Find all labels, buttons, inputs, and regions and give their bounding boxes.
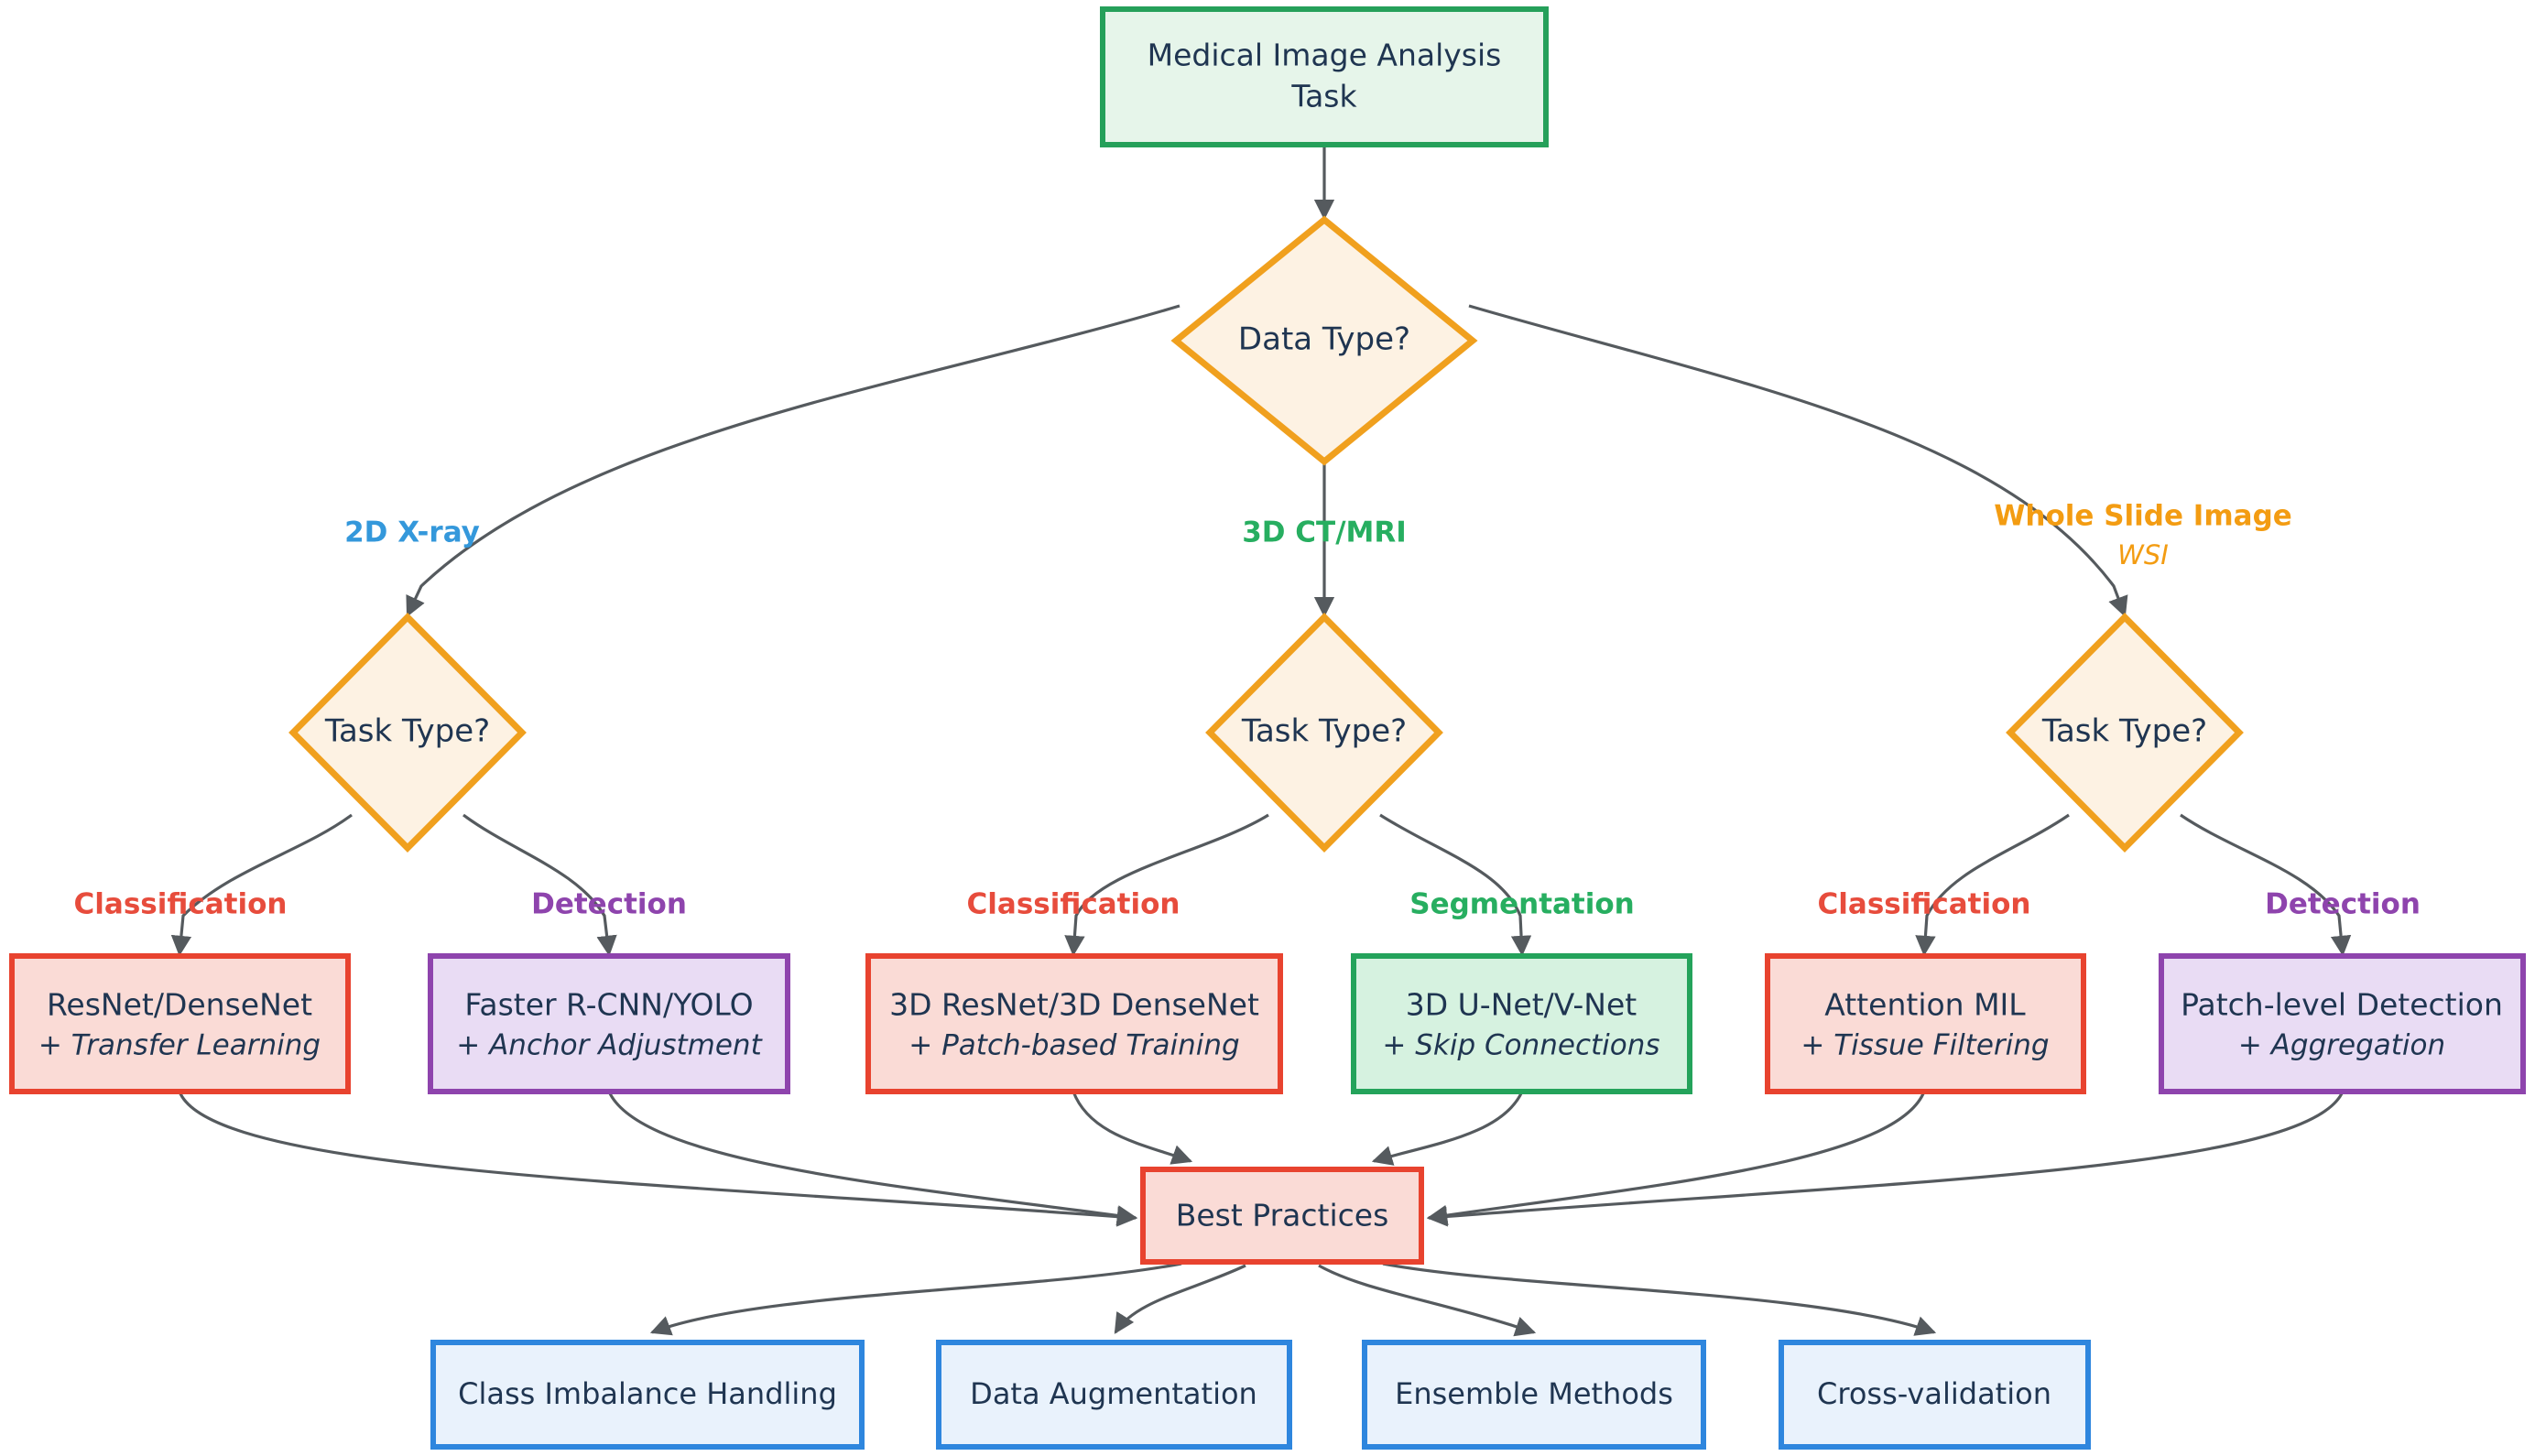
- leaf-title: Attention MIL: [1824, 987, 2026, 1023]
- node-root[interactable]: Medical Image Analysis Task: [1100, 6, 1549, 147]
- edge-leaf2-to-bestpractices: [607, 1091, 1138, 1226]
- node-practice-data-augmentation[interactable]: Data Augmentation: [936, 1340, 1292, 1450]
- edge-label-detection-xray: Detection: [531, 888, 687, 921]
- leaf-subtitle: + Transfer Learning: [38, 1029, 321, 1062]
- edge-leaf5-to-bestpractices: [1426, 1091, 1926, 1226]
- edge-ct-to-classification: [1064, 813, 1269, 957]
- edge-label-classification-wsi: Classification: [1818, 888, 2031, 921]
- leaf-title: 3D U-Net/V-Net: [1406, 987, 1637, 1023]
- node-practice-ensemble-methods[interactable]: Ensemble Methods: [1362, 1340, 1706, 1450]
- edge-label-classification-xray: Classification: [74, 888, 288, 921]
- edge-leaf6-to-bestpractices: [1426, 1091, 2345, 1227]
- node-practice-class-imbalance[interactable]: Class Imbalance Handling: [430, 1340, 865, 1450]
- edge-xray-to-detection: [462, 813, 617, 957]
- task-type-ct-label: Task Type?: [1241, 713, 1407, 750]
- edge-bestpractices-to-practice3: [1318, 1264, 1537, 1337]
- leaf-subtitle: + Skip Connections: [1382, 1029, 1659, 1062]
- leaf-subtitle: + Tissue Filtering: [1801, 1029, 2049, 1062]
- edge-layer: [170, 145, 2352, 1337]
- edge-bestpractices-to-practice2: [1114, 1264, 1246, 1334]
- node-leaf-3d-resnet-densenet[interactable]: 3D ResNet/3D DenseNet + Patch-based Trai…: [865, 953, 1283, 1094]
- node-leaf-faster-rcnn-yolo[interactable]: Faster R-CNN/YOLO + Anchor Adjustment: [428, 953, 790, 1094]
- edge-wsi-to-classification: [1915, 813, 2070, 957]
- node-data-type[interactable]: Data Type?: [1170, 215, 1478, 466]
- best-practices-label: Best Practices: [1176, 1198, 1389, 1233]
- node-leaf-resnet-densenet[interactable]: ResNet/DenseNet + Transfer Learning: [9, 953, 351, 1094]
- edge-datatype-to-xray: [406, 304, 1180, 618]
- root-label-line2: Task: [1290, 79, 1357, 114]
- edge-bestpractices-to-practice1: [649, 1262, 1182, 1336]
- leaf-title: ResNet/DenseNet: [47, 987, 312, 1023]
- node-task-type-wsi[interactable]: Task Type?: [2006, 613, 2244, 853]
- leaf-title: 3D ResNet/3D DenseNet: [889, 987, 1259, 1023]
- edge-bestpractices-to-practice4: [1382, 1262, 1937, 1336]
- edge-wsi-to-detection: [2180, 813, 2352, 957]
- node-task-type-xray[interactable]: Task Type?: [288, 613, 527, 853]
- root-label-line1: Medical Image Analysis: [1148, 38, 1502, 73]
- edge-leaf4-to-bestpractices: [1371, 1091, 1524, 1166]
- leaf-subtitle: + Anchor Adjustment: [456, 1029, 763, 1062]
- edge-datatype-to-wsi: [1468, 304, 2128, 618]
- edge-label-classification-ct: Classification: [967, 888, 1180, 921]
- leaf-subtitle: + Aggregation: [2238, 1029, 2445, 1062]
- node-practice-cross-validation[interactable]: Cross-validation: [1779, 1340, 2091, 1450]
- task-type-xray-label: Task Type?: [324, 713, 490, 750]
- data-type-label: Data Type?: [1238, 321, 1410, 358]
- task-type-wsi-label: Task Type?: [2041, 713, 2207, 750]
- practice-label: Ensemble Methods: [1395, 1376, 1673, 1411]
- node-leaf-patch-level-detection[interactable]: Patch-level Detection + Aggregation: [2159, 953, 2526, 1094]
- practice-label: Data Augmentation: [970, 1376, 1257, 1411]
- leaf-title: Faster R-CNN/YOLO: [464, 987, 753, 1023]
- node-task-type-ct[interactable]: Task Type?: [1205, 613, 1443, 853]
- leaf-title: Patch-level Detection: [2181, 987, 2503, 1023]
- edge-label-2d-xray: 2D X-ray: [344, 516, 480, 549]
- edge-label-3d-ct-mri: 3D CT/MRI: [1242, 516, 1407, 549]
- edge-ct-to-segmentation: [1379, 813, 1532, 957]
- node-leaf-3d-unet-vnet[interactable]: 3D U-Net/V-Net + Skip Connections: [1351, 953, 1692, 1094]
- edge-leaf3-to-bestpractices: [1072, 1091, 1193, 1165]
- edge-label-wsi-abbrev: WSI: [2117, 539, 2169, 570]
- practice-label: Class Imbalance Handling: [458, 1376, 837, 1411]
- edge-label-segmentation-ct: Segmentation: [1409, 888, 1635, 921]
- practice-label: Cross-validation: [1817, 1376, 2051, 1411]
- edge-label-detection-wsi: Detection: [2265, 888, 2421, 921]
- edge-label-layer: 2D X-ray 3D CT/MRI Whole Slide Image WSI…: [74, 500, 2421, 921]
- edge-xray-to-classification: [170, 813, 353, 957]
- node-leaf-attention-mil[interactable]: Attention MIL + Tissue Filtering: [1765, 953, 2086, 1094]
- edge-label-whole-slide-image: Whole Slide Image: [1994, 500, 2292, 533]
- edge-leaf1-to-bestpractices: [178, 1091, 1138, 1227]
- leaf-subtitle: + Patch-based Training: [908, 1029, 1239, 1062]
- node-best-practices[interactable]: Best Practices: [1140, 1167, 1424, 1265]
